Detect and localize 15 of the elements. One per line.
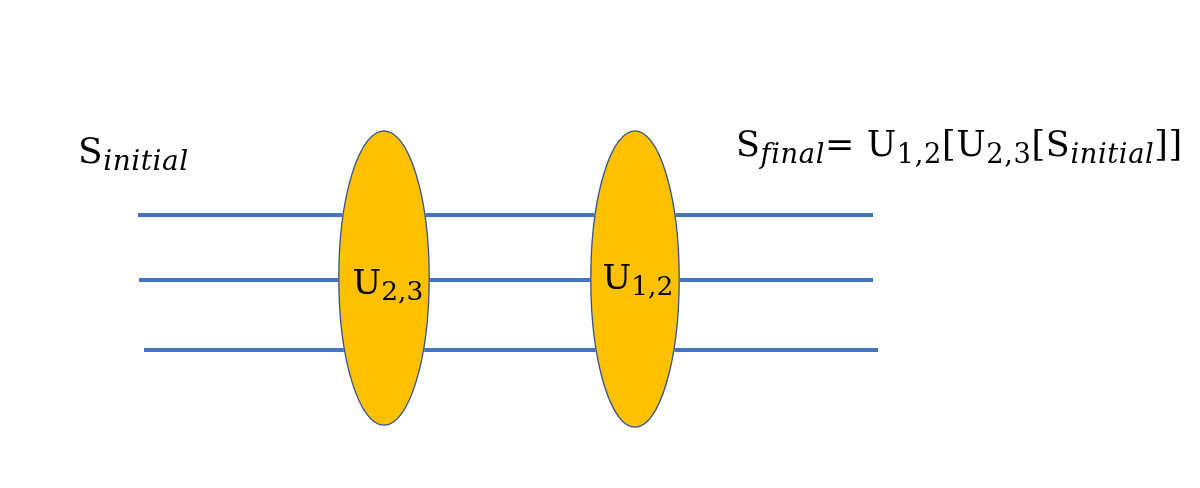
gate-ellipse bbox=[590, 130, 680, 428]
wire-line bbox=[138, 213, 343, 217]
state-label: S$_{initial}$ bbox=[77, 129, 190, 178]
gate-ellipse bbox=[338, 130, 430, 426]
wire-line bbox=[144, 348, 344, 352]
equation-text: S$_{final}$= U$_{1,2}$[U$_{2,3}$[S$_{initial}$]] bbox=[735, 123, 1184, 171]
gate-label: U$_{2,3}$ bbox=[351, 260, 425, 308]
wire-line bbox=[424, 348, 596, 352]
wire-line bbox=[675, 213, 873, 217]
gate-label: U$_{1,2}$ bbox=[601, 255, 675, 303]
wire-line bbox=[430, 278, 590, 282]
wire-line bbox=[139, 278, 338, 282]
wire-line bbox=[425, 213, 595, 217]
wire-line bbox=[680, 278, 873, 282]
wire-line bbox=[674, 348, 878, 352]
